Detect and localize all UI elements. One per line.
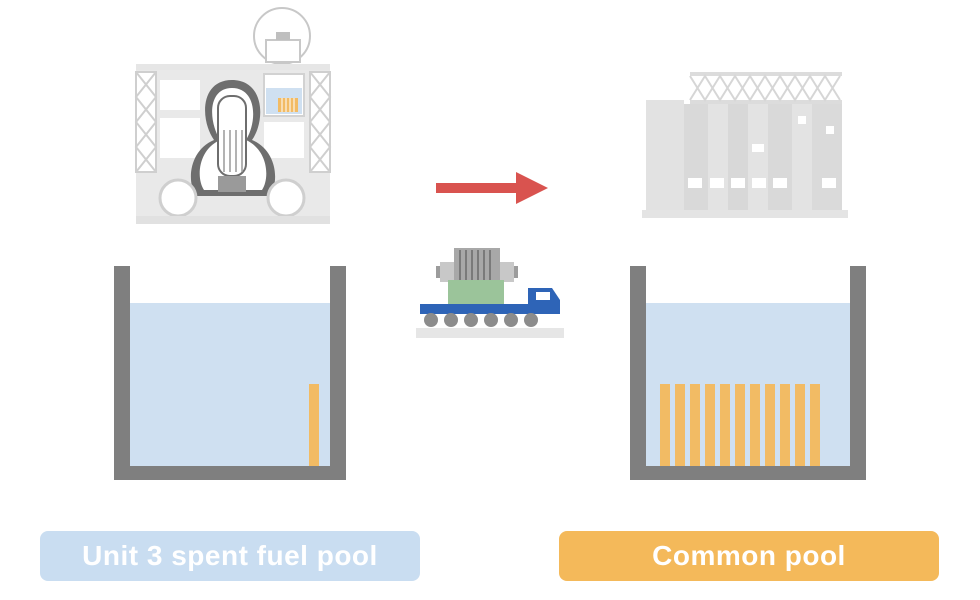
fuel-assembly (720, 384, 730, 466)
fuel-assembly (675, 384, 685, 466)
fuel-assembly (660, 384, 670, 466)
fuel-assembly (690, 384, 700, 466)
unit3-pool-label: Unit 3 spent fuel pool (40, 531, 420, 581)
fuel-assembly (780, 384, 790, 466)
right-pool-fuel-assemblies (660, 384, 820, 466)
fuel-assembly (309, 384, 319, 466)
fuel-assembly (810, 384, 820, 466)
fuel-assembly (765, 384, 775, 466)
fuel-assembly (705, 384, 715, 466)
fuel-assembly (750, 384, 760, 466)
fuel-assembly (795, 384, 805, 466)
left-pool-fuel-assemblies (309, 384, 319, 466)
common-pool-label: Common pool (559, 531, 939, 581)
fuel-assembly (735, 384, 745, 466)
